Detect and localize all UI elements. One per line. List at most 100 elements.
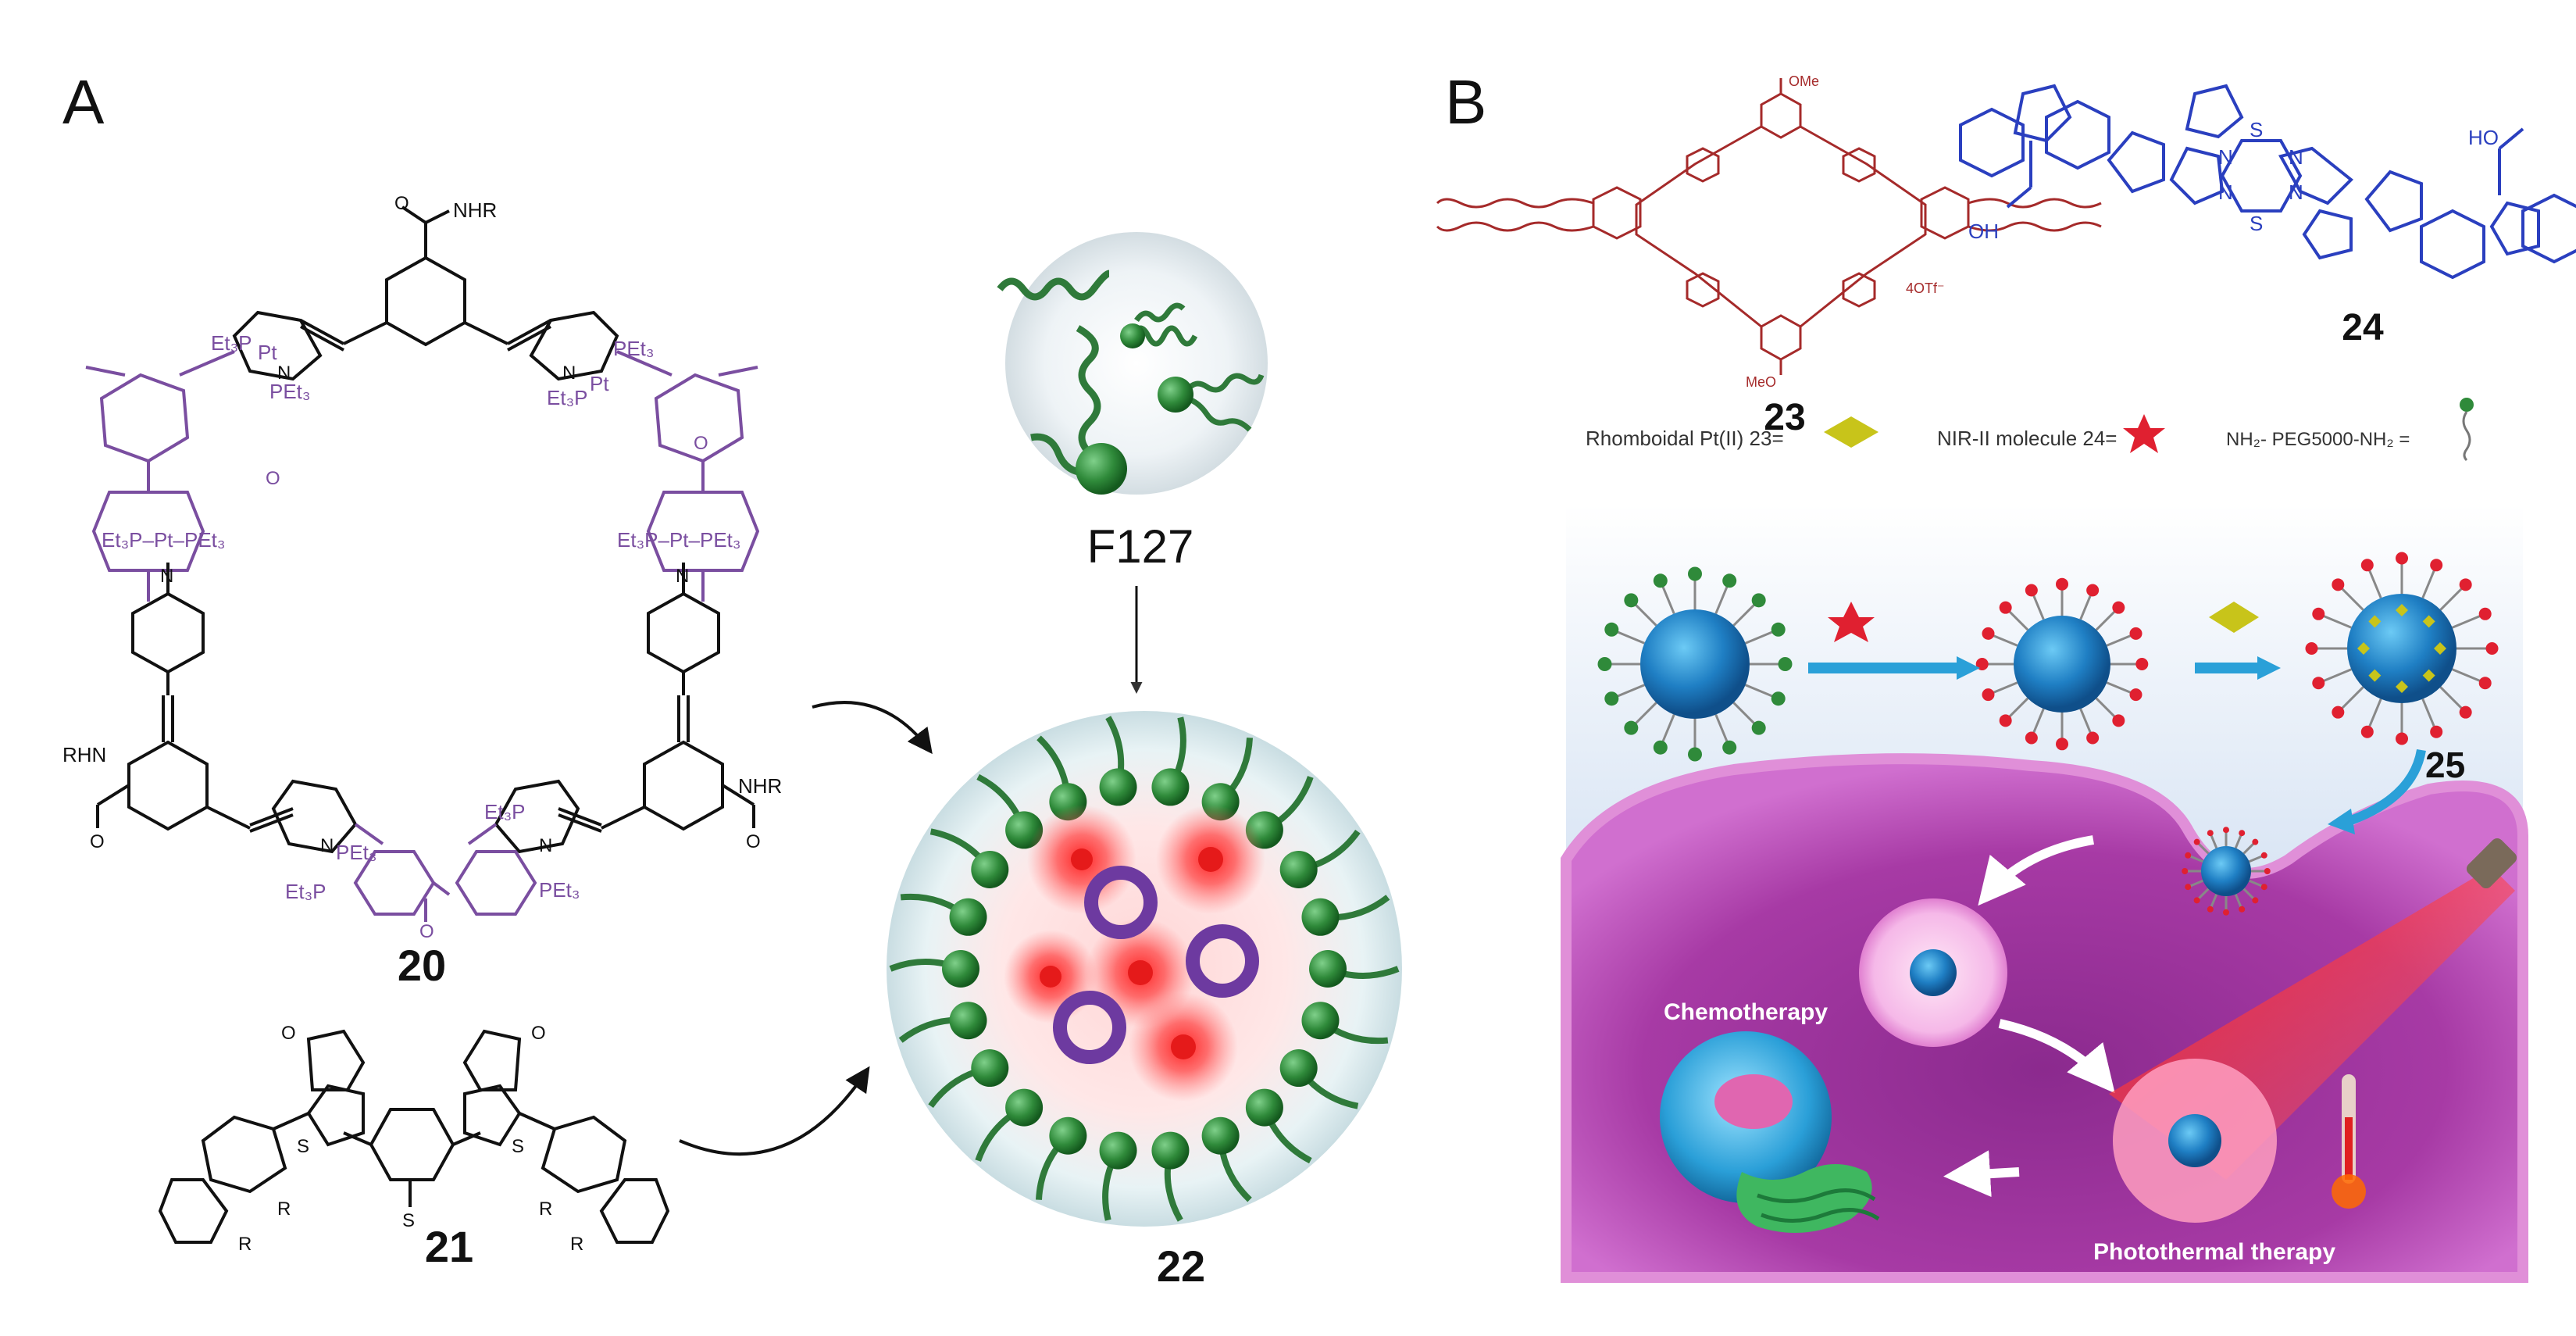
compound-23-structure: [1436, 78, 2102, 375]
micelle-22-illustration: [887, 711, 1402, 1227]
label-s-24b: S: [2250, 212, 2263, 235]
compound-23-labels: OMe MeO 4OTf⁻: [1746, 73, 1945, 390]
label-rhn-left: RHN: [62, 743, 106, 766]
add-star-icon: [1828, 602, 1875, 642]
polymer-bead: [971, 850, 1009, 888]
polymer-bead: [1245, 1088, 1283, 1127]
legend-peg: NH₂- PEG5000-NH₂ =: [2226, 429, 2410, 450]
label-n-6: N: [539, 835, 552, 856]
label-o-right: O: [746, 831, 761, 852]
legend-row: Rhomboidal Pt(II) 23= NIR-II molecule 24…: [1586, 398, 2474, 462]
f127-label: F127: [1087, 520, 1194, 573]
label-s-21a: S: [297, 1136, 309, 1157]
polymer-bead: [971, 1049, 1009, 1088]
label-s-24a: S: [2250, 118, 2263, 141]
polymer-bead: [942, 950, 979, 988]
label-ptchain-left: Et₃P–Pt–PEt₃: [102, 528, 225, 552]
label-r-21a: R: [277, 1198, 291, 1220]
therapy-scene: [1561, 504, 2528, 1283]
compound-24-structure: [1959, 84, 2576, 280]
label-ptchain-right: Et₃P–Pt–PEt₃: [617, 528, 740, 552]
label-r-21d: R: [570, 1234, 583, 1255]
blue-arrow-3: [2349, 748, 2426, 825]
label-oh: OH: [1968, 220, 1999, 243]
label-pt-1: Pt: [258, 341, 277, 364]
polymer-bead: [949, 898, 987, 936]
label-s-21b: S: [512, 1136, 524, 1157]
compound-24-number: 24: [2342, 307, 2384, 348]
label-r-21c: R: [539, 1198, 552, 1220]
label-meo: MeO: [1746, 374, 1776, 390]
legend-rhomboid: Rhomboidal Pt(II) 23=: [1586, 427, 1784, 450]
add-diamond-icon: [2209, 602, 2259, 633]
label-chemotherapy: Chemotherapy: [1664, 999, 1828, 1025]
polymer-bead: [1201, 1116, 1240, 1155]
white-arrow-2: [1998, 1019, 2115, 1094]
purple-arm-left: [85, 350, 235, 602]
red-star-icon: [2123, 414, 2165, 453]
label-o-left: O: [90, 831, 105, 852]
label-o-purple-right: O: [694, 433, 708, 454]
compound-24-labels: OH HO S S N N N N: [1968, 118, 2499, 243]
label-pt-2: Pt: [590, 372, 609, 395]
purple-arm-bottom: [353, 823, 537, 922]
pyridines-mid: [127, 563, 724, 831]
arrow-21-to-22: [679, 1066, 870, 1156]
label-n-24c: N: [2218, 180, 2233, 204]
peg-chain-icon: [2462, 411, 2471, 462]
polymer-bead: [1279, 1049, 1318, 1088]
compound-20-number: 20: [398, 941, 446, 990]
benzene-top: [232, 205, 619, 381]
compound-21-structure: [158, 1029, 670, 1244]
label-et3p-2: Et₃P: [547, 386, 588, 409]
label-n-3: N: [160, 566, 173, 587]
label-nhr-right: NHR: [738, 774, 782, 798]
label-r-21b: R: [238, 1234, 252, 1255]
label-et3p-1: Et₃P: [211, 331, 252, 355]
label-n-24d: N: [2289, 180, 2303, 204]
label-photothermal: Photothermal therapy: [2093, 1239, 2335, 1265]
compound-20-structure: [85, 205, 760, 922]
label-pet3-1: PEt₃: [269, 380, 311, 403]
label-n-2: N: [562, 363, 576, 384]
label-et3p-4: Et₃P: [484, 800, 526, 823]
f127-polymer-illustration: [997, 232, 1268, 495]
peg-ball-icon: [2460, 398, 2474, 412]
label-ho: HO: [2468, 126, 2499, 149]
nanoparticle: [2305, 552, 2499, 745]
label-et3p-3: Et₃P: [285, 880, 326, 903]
polymer-bead: [1151, 768, 1190, 806]
label-o-21a: O: [281, 1023, 296, 1044]
legend-nir: NIR-II molecule 24=: [1937, 427, 2117, 450]
polymer-bead: [1301, 898, 1340, 936]
polymer-bead: [1151, 1131, 1190, 1170]
label-ome: OMe: [1789, 73, 1819, 89]
arrow-20-to-22: [812, 701, 933, 755]
polymer-bead: [1279, 850, 1318, 888]
label-n-24b: N: [2289, 145, 2303, 169]
label-otf: 4OTf⁻: [1906, 280, 1945, 296]
label-nhr-top: NHR: [453, 198, 497, 222]
nanoparticle: [1975, 577, 2149, 751]
laser-emitter: [2466, 838, 2517, 889]
compound-25-number: 25: [2425, 745, 2465, 785]
label-n-4: N: [676, 566, 689, 587]
panel-a-letter: A: [62, 67, 105, 137]
white-arrow-3: [1943, 1150, 2020, 1198]
compound-23-number: 23: [1764, 397, 1805, 438]
polymer-bead: [1099, 1131, 1137, 1170]
polymer-bead: [1005, 1088, 1044, 1127]
polymer-bead: [1099, 768, 1137, 806]
label-o-21b: O: [531, 1023, 546, 1044]
compound-20-labels: NHR O RHN NHR O O N N N N N N Et₃P Pt PE…: [62, 193, 782, 942]
polymer-bead: [1309, 950, 1347, 988]
nanoparticle: [1597, 566, 1793, 762]
label-o-purple-bottom: O: [419, 921, 434, 942]
purple-arm-right: [616, 350, 760, 602]
white-arrow-1: [1978, 835, 2094, 906]
panel-b-letter: B: [1445, 67, 1486, 137]
compound-21-labels: S S S O O R R R R: [238, 1023, 583, 1255]
diamond-icon: [1824, 416, 1878, 448]
label-n-1: N: [277, 363, 291, 384]
